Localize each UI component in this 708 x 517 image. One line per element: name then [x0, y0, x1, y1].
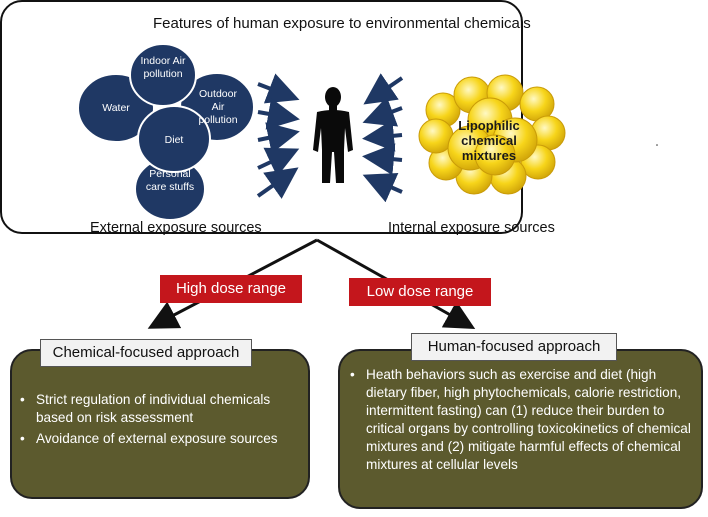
- arrow-int-5: [362, 172, 403, 203]
- arrow-int-1: [363, 73, 404, 105]
- label-internal-sources: Internal exposure sources: [388, 220, 555, 236]
- diagram-title: Features of human exposure to environmen…: [153, 15, 531, 32]
- arrow-int-2: [362, 96, 403, 127]
- arrow-int-3: [362, 119, 403, 152]
- human-approach-bullets: Heath behaviors such as exercise and die…: [350, 366, 692, 477]
- label-indoor-air: Indoor Air pollution: [140, 55, 186, 80]
- stray-dot: [656, 144, 658, 146]
- external-source-circles: [77, 43, 255, 221]
- circle-diet: [137, 105, 211, 173]
- label-diet: Diet: [164, 134, 184, 146]
- external-arrows: [256, 73, 300, 199]
- arrow-int-4: [362, 143, 403, 176]
- label-personal-care: Personal care stuffs: [145, 168, 195, 193]
- tag-low-dose: Low dose range: [349, 278, 491, 306]
- human-silhouette-icon: [313, 87, 353, 183]
- label-outdoor-air: Outdoor Air pollution: [198, 88, 238, 126]
- arrow-ext-5: [256, 167, 299, 199]
- label-water: Water: [102, 102, 130, 114]
- chemical-bullet-2: Avoidance of external exposure sources: [20, 430, 305, 448]
- human-approach-title: Human-focused approach: [411, 333, 617, 361]
- fat-cell-cluster-icon: [418, 74, 566, 195]
- circle-indoor-air: [129, 43, 197, 107]
- internal-arrows: [362, 73, 404, 203]
- arrow-ext-1: [257, 73, 300, 104]
- label-external-sources: External exposure sources: [90, 220, 262, 236]
- arrow-ext-4: [257, 147, 300, 177]
- chemical-approach-title: Chemical-focused approach: [40, 339, 252, 367]
- chemical-bullet-1: Strict regulation of individual chemical…: [20, 391, 305, 427]
- human-bullet-1: Heath behaviors such as exercise and die…: [350, 366, 692, 474]
- label-lipophilic: Lipophilic chemical mixtures: [458, 118, 520, 163]
- arrow-ext-2: [257, 98, 300, 130]
- arrow-ext-3: [257, 122, 300, 154]
- tag-high-dose: High dose range: [160, 275, 302, 303]
- chemical-approach-bullets: Strict regulation of individual chemical…: [20, 391, 305, 451]
